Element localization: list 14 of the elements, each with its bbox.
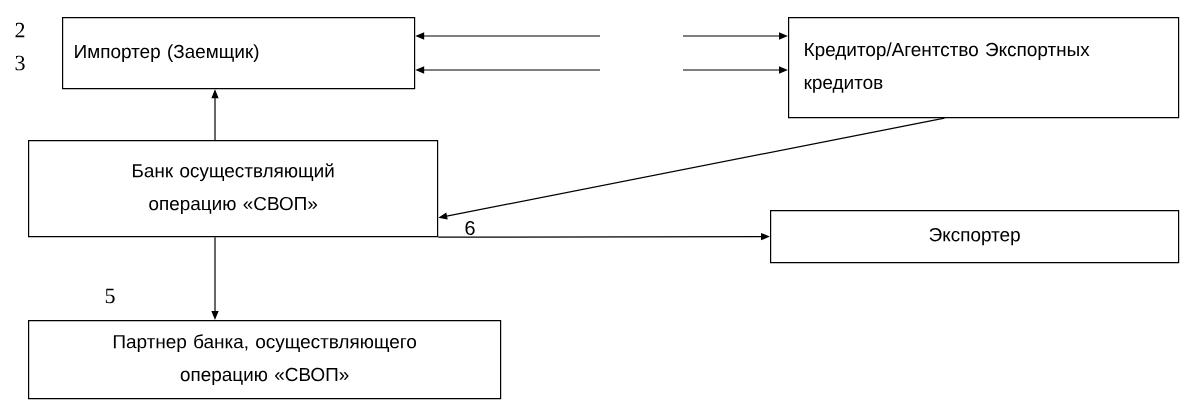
callout-number: 2 [15, 22, 25, 38]
node-label: Импортер (Заемщик) [75, 44, 259, 62]
process-box [788, 17, 1180, 119]
node-label: Партнер банка, осуществляющего операцию «СВОП» [113, 334, 417, 385]
callout-number: 5 [105, 288, 115, 304]
node-label: Экспортер [929, 228, 1020, 246]
process-box [62, 17, 416, 90]
callout-number: 3 [15, 55, 25, 71]
process-box [28, 140, 439, 238]
callout-number: 6 [465, 220, 475, 236]
node-label: Кредитор/Агентство Экспортных кредитов [804, 42, 1090, 93]
process-box [28, 320, 502, 400]
node-label: Банк осуществляющий операцию «СВОП» [133, 163, 334, 215]
process-box [770, 210, 1180, 264]
